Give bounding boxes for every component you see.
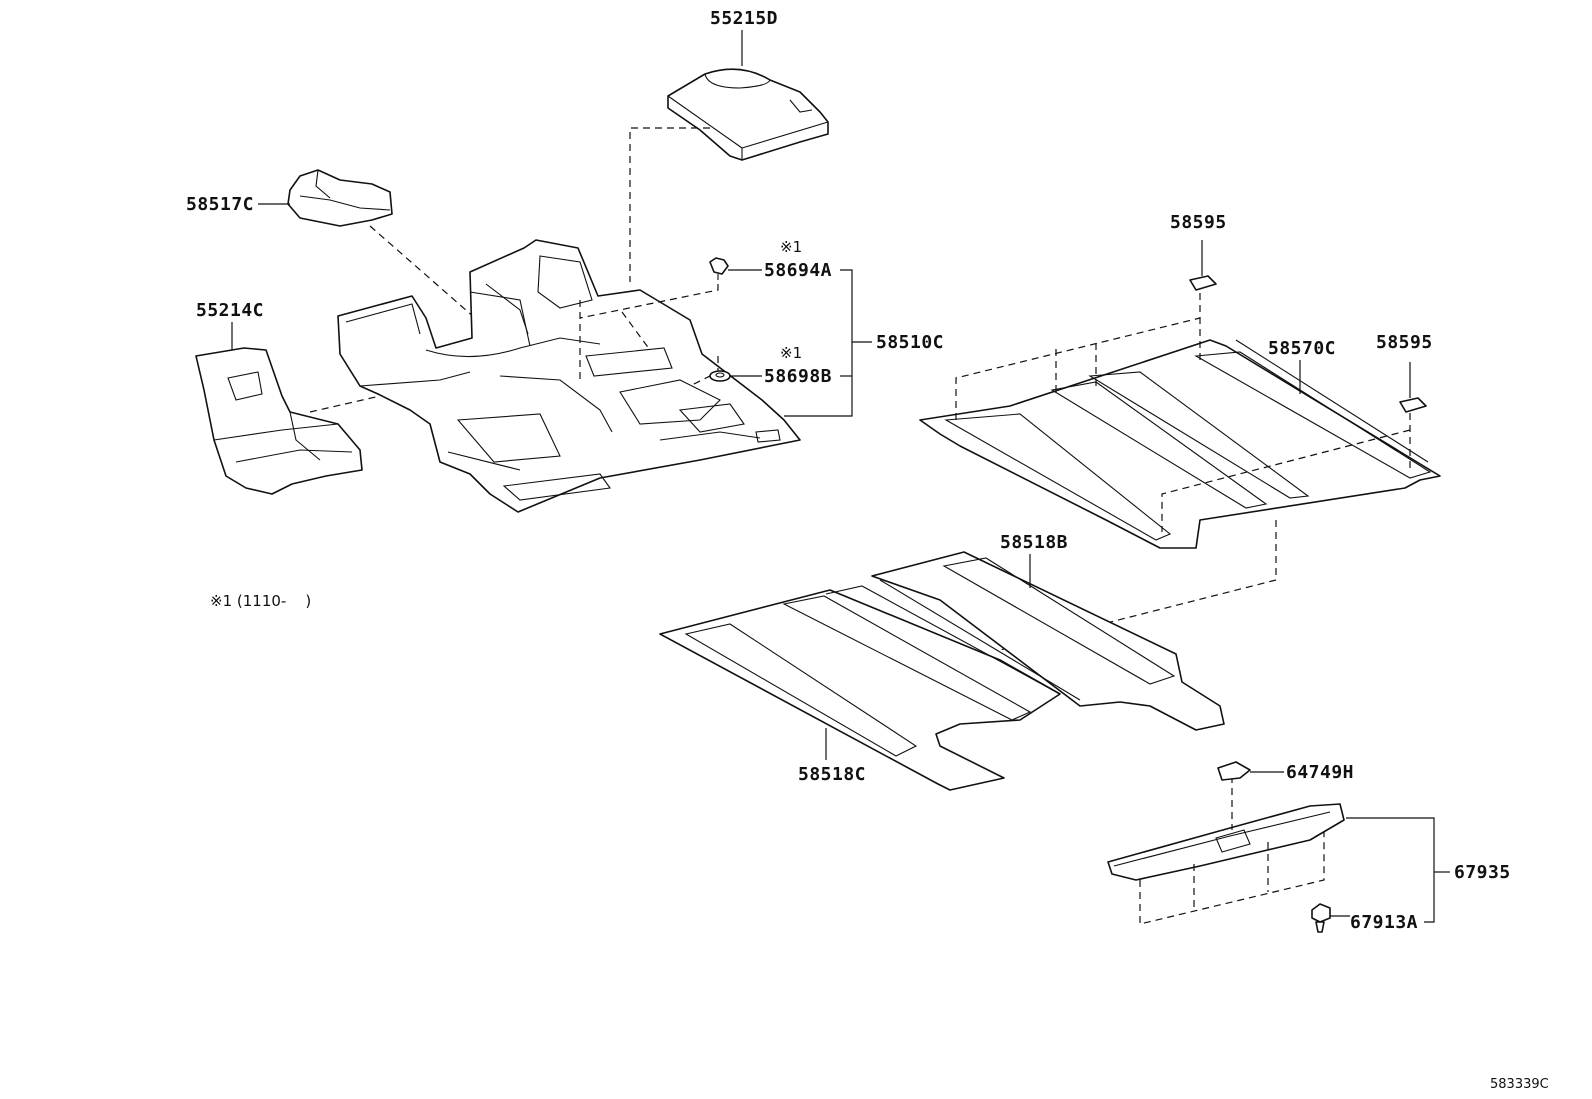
part-58510C-front-floor-mat [337, 239, 801, 513]
part-58517C-insulator [287, 169, 393, 227]
part-67935-scuff-plate [1107, 803, 1345, 881]
label-58595-b: 58595 [1376, 332, 1433, 353]
label-58694A: 58694A [764, 260, 832, 281]
part-58595-pad-b [1399, 397, 1427, 413]
part-55214C-side-panel [195, 347, 363, 495]
part-58518B-mat-right [871, 551, 1225, 731]
part-58570C-rear-floor-mat [919, 339, 1441, 549]
label-mark-1a: ※1 [780, 238, 802, 256]
label-58570C: 58570C [1268, 338, 1336, 359]
label-58518B: 58518B [1000, 532, 1068, 553]
part-58595-pad-a [1189, 275, 1217, 291]
footnote: ※1 (1110- ) [210, 592, 311, 610]
label-58698B: 58698B [764, 366, 832, 387]
label-55215D: 55215D [710, 8, 778, 29]
part-67913A-clip [1311, 903, 1331, 933]
label-58510C: 58510C [876, 332, 944, 353]
label-67935: 67935 [1454, 862, 1511, 883]
part-58694A-clip [709, 257, 729, 280]
part-58698B-clip [709, 370, 731, 382]
label-64749H: 64749H [1286, 762, 1354, 783]
part-55215D-console-cover [667, 68, 829, 161]
diagram-code: 583339C [1490, 1077, 1549, 1092]
label-58517C: 58517C [186, 194, 254, 215]
label-67913A: 67913A [1350, 912, 1418, 933]
part-64749H-clip [1217, 761, 1251, 781]
part-58518C-mat-left [659, 585, 1061, 791]
label-58518C: 58518C [798, 764, 866, 785]
label-55214C: 55214C [196, 300, 264, 321]
label-58595-a: 58595 [1170, 212, 1227, 233]
label-mark-1b: ※1 [780, 344, 802, 362]
